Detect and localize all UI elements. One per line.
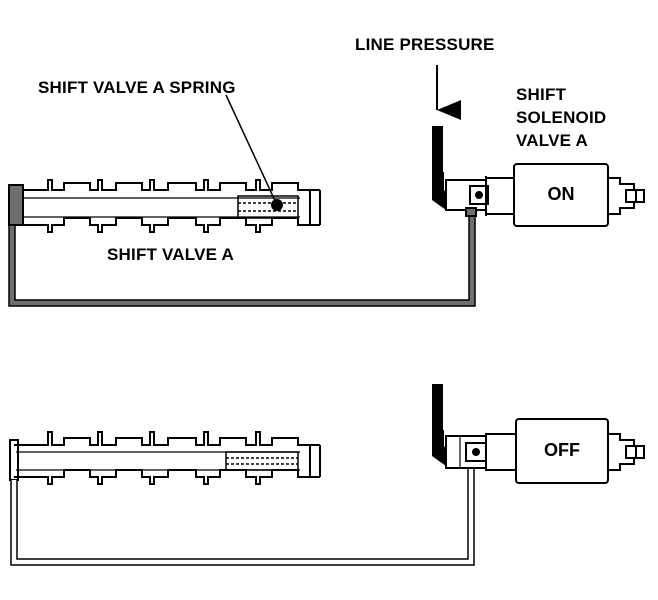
shift-valve-body-bottom — [9, 431, 321, 485]
line-pressure-inlet-bottom — [432, 384, 443, 434]
shift-valve-label: SHIFT VALVE A — [107, 245, 234, 264]
shift-valve-body-top — [20, 179, 321, 233]
valve-assembly-on — [8, 65, 645, 307]
pressure-chamber-top — [8, 184, 24, 226]
feedback-line-top — [8, 214, 476, 307]
shift-solenoid-valve-bottom — [445, 418, 645, 484]
solenoid-label-line1: SHIFT — [516, 85, 567, 104]
line-pressure-label: LINE PRESSURE — [355, 35, 495, 54]
shift-solenoid-valve-top — [445, 163, 645, 227]
shift-valve-spool-top — [237, 195, 299, 219]
spring-leader-line — [225, 94, 278, 206]
shift-valve-spool-bottom — [225, 451, 299, 471]
line-pressure-inlet-top — [432, 126, 443, 176]
solenoid-state-on: ON — [547, 184, 575, 204]
spring-label: SHIFT VALVE A SPRING — [38, 78, 236, 97]
solenoid-label-line3: VALVE A — [516, 131, 588, 150]
solenoid-state-off: OFF — [544, 440, 580, 460]
feedback-line-bottom — [10, 467, 475, 566]
solenoid-label-line2: SOLENOID — [516, 108, 607, 127]
valve-assembly-off — [9, 384, 645, 566]
